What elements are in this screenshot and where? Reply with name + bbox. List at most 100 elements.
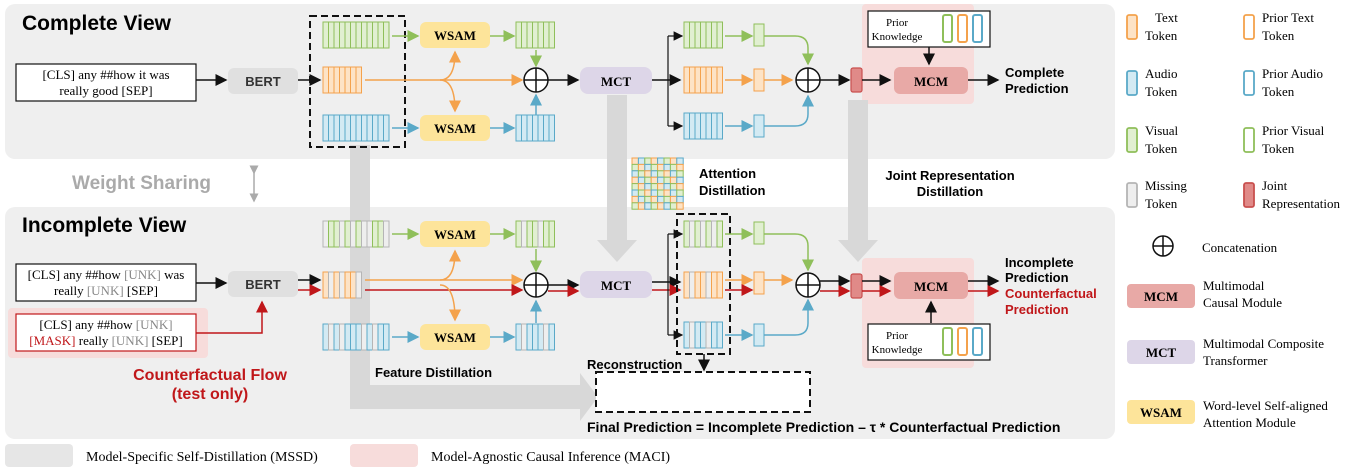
legend-prior-visual-2: Token (1262, 141, 1295, 156)
incomplete-prediction-line1: Incomplete (1005, 255, 1074, 270)
attention-distillation-arrow (597, 95, 637, 262)
incomplete-mct-box (580, 271, 652, 298)
legend-mcm-desc-2: Causal Module (1203, 295, 1282, 310)
legend-missing-token-1: Missing (1145, 178, 1187, 193)
incomplete-text-enc (683, 271, 723, 299)
counterfactual-flow-label-2: (test only) (172, 386, 248, 403)
legend-missing-token-2: Token (1145, 196, 1178, 211)
complete-text-tokens (322, 66, 362, 94)
legend-prior-audio-icon (1243, 70, 1255, 96)
legend-wsam-badge (1127, 400, 1195, 424)
attention-distillation-label-1: Attention (699, 166, 756, 181)
incomplete-visual-enc (683, 220, 723, 248)
incomplete-visual-pooled (753, 221, 765, 245)
incomplete-audio-aligned (515, 323, 555, 351)
joint-distillation-label-1: Joint Representation (885, 168, 1014, 183)
complete-visual-enc (683, 21, 723, 49)
legend-mct-badge (1127, 340, 1195, 364)
complete-view-panel (5, 4, 1115, 159)
incomplete-prior-label: Prior (886, 330, 908, 342)
incomplete-mcm-box (894, 272, 968, 299)
legend-visual-token-1: Visual (1145, 123, 1179, 138)
complete-audio-enc (683, 112, 723, 140)
joint-distillation-arrow (838, 100, 878, 262)
complete-audio-pooled (753, 114, 765, 138)
incomplete-joint-rep (850, 273, 863, 299)
legend-visual-token-2: Token (1145, 141, 1178, 156)
incomplete-audio-enc (683, 321, 723, 349)
legend-mcm-badge (1127, 284, 1195, 308)
mssd-legend-label: Model-Specific Self-Distillation (MSSD) (86, 450, 318, 465)
incomplete-prediction-line2: Prediction (1005, 270, 1069, 285)
legend-visual-token-icon (1126, 127, 1138, 153)
mssd-legend-swatch (5, 444, 73, 467)
incomplete-mcm-label: MCM (914, 279, 948, 294)
complete-wsam-top (420, 22, 490, 48)
legend-audio-token-1: Audio (1145, 66, 1178, 81)
incomplete-view-panel (5, 207, 1115, 439)
legend-text-token-icon (1126, 14, 1138, 40)
maci-legend-swatch (350, 444, 418, 467)
complete-wsam-bottom (420, 115, 490, 141)
incomplete-knowledge-label: Knowledge (872, 344, 923, 356)
complete-joint-rep (850, 67, 863, 93)
incomplete-visual-tokens (322, 220, 390, 248)
complete-visual-pooled (753, 23, 765, 47)
complete-visual-tokens (322, 21, 390, 49)
legend-concatenation: Concatenation (1202, 240, 1278, 255)
legend-mct-desc-1: Multimodal Composite (1203, 336, 1324, 351)
legend-audio-token-2: Token (1145, 84, 1178, 99)
incomplete-token-group (676, 213, 731, 355)
legend-text-token-2: Token (1145, 28, 1178, 43)
incomplete-input-line1: [CLS] any ##how [UNK] was (28, 267, 185, 282)
weight-sharing-label: Weight Sharing (72, 173, 211, 194)
complete-view-title: Complete View (22, 12, 172, 35)
legend-mct-desc-2: Transformer (1203, 353, 1268, 368)
legend-prior-audio-1: Prior Audio (1262, 66, 1323, 81)
maci-legend-label: Model-Agnostic Causal Inference (MACI) (431, 450, 670, 465)
legend-joint-rep-icon (1243, 182, 1255, 208)
complete-mcm-box (894, 67, 968, 94)
incomplete-text-tokens (322, 271, 362, 299)
legend-joint-rep-2: Representation (1262, 196, 1340, 211)
legend-prior-text-icon (1243, 14, 1255, 40)
final-prediction-formula: Final Prediction = Incomplete Prediction… (587, 419, 1060, 435)
attention-distillation-label-2: Distillation (699, 183, 766, 198)
counterfactual-input-box (15, 313, 197, 352)
incomplete-bert-box (228, 271, 298, 297)
complete-mcm-label: MCM (914, 74, 948, 89)
counterfactual-prediction-line1: Counterfactual (1005, 286, 1097, 301)
counterfactual-input-line1: [CLS] any ##how [UNK] (39, 317, 172, 332)
incomplete-audio-tokens (322, 323, 390, 351)
complete-input-box (15, 63, 197, 102)
legend-wsam-desc-2: Attention Module (1203, 415, 1296, 430)
incomplete-view-title: Incomplete View (22, 214, 187, 237)
incomplete-mct-label: MCT (601, 278, 632, 293)
legend-mcm-badge-label: MCM (1144, 289, 1178, 304)
complete-input-line2: really good [SEP] (59, 83, 152, 98)
incomplete-text-pooled (753, 271, 765, 295)
joint-distillation-label-2: Distillation (917, 184, 984, 199)
legend-audio-token-icon (1126, 70, 1138, 96)
incomplete-input-line2: really [UNK] [SEP] (54, 283, 158, 298)
attention-map (631, 157, 684, 210)
complete-text-pooled (753, 68, 765, 92)
legend-wsam-desc-1: Word-level Self-aligned (1203, 398, 1328, 413)
legend-prior-visual-1: Prior Visual (1262, 123, 1325, 138)
legend-missing-token-icon (1126, 182, 1138, 208)
complete-mct-box (580, 67, 652, 94)
incomplete-bert-label: BERT (245, 277, 280, 292)
complete-prior-knowledge-box (867, 10, 991, 48)
counterfactual-flow-label-1: Counterfactual Flow (133, 367, 287, 384)
legend-joint-rep-1: Joint (1262, 178, 1288, 193)
legend-mcm-desc-1: Multimodal (1203, 278, 1265, 293)
complete-audio-aligned (515, 114, 555, 142)
feature-distillation-arrow (350, 145, 598, 421)
incomplete-wsam-top (420, 221, 490, 247)
complete-audio-tokens (322, 114, 390, 142)
complete-prior-label: Prior (886, 17, 908, 29)
incomplete-wsam-top-label: WSAM (434, 227, 476, 242)
complete-prediction-line2: Prediction (1005, 81, 1069, 96)
reconstruction-label: Reconstruction (587, 357, 682, 372)
